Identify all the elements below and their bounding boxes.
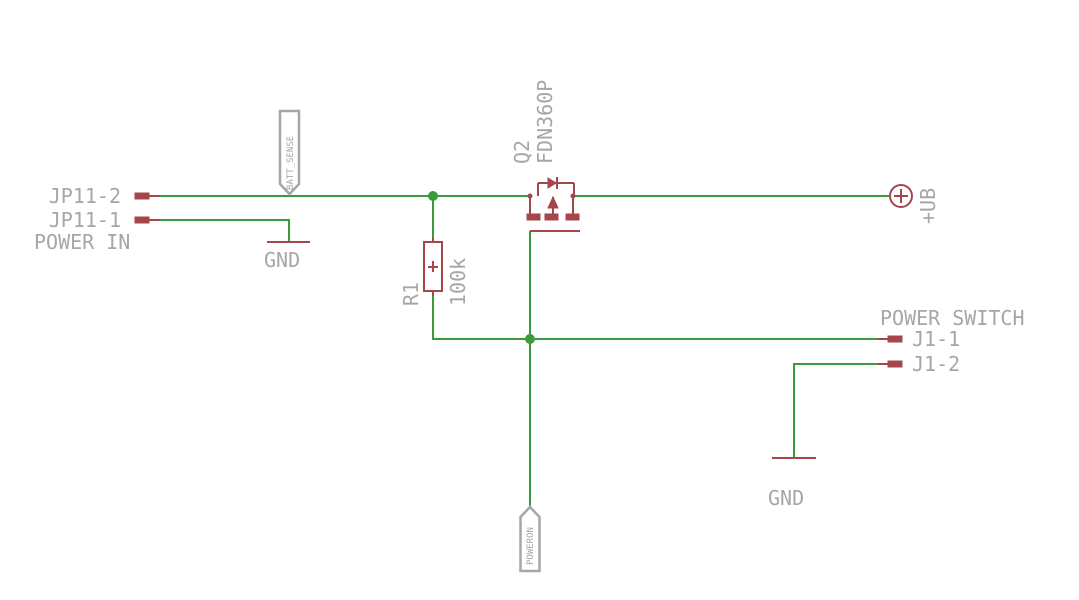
supply-ub: +UB [889, 184, 940, 224]
q2-bulk-arrow [547, 195, 559, 209]
power-switch-label: POWER SWITCH [880, 306, 1025, 330]
jp11-pin2-label: JP11-2 [49, 184, 121, 208]
junction-r1-top [428, 191, 438, 201]
jp11-pin1-pad [134, 216, 150, 224]
gnd-label-right: GND [768, 486, 804, 510]
batt-sense-label: BATT_SENSE [286, 136, 296, 190]
r1-ref-label: R1 [399, 282, 423, 306]
q2-pin-drain [527, 193, 533, 199]
q2-value-label: FDN360P [533, 80, 557, 164]
j1-pin1-pad [887, 335, 903, 343]
supply-label: +UB [916, 188, 940, 224]
connector-jp11: JP11-2 JP11-1 POWER IN [34, 184, 160, 254]
poweron-flag: POWERON [519, 505, 541, 573]
gnd-label-left: GND [264, 248, 300, 272]
power-in-label: POWER IN [34, 230, 130, 254]
ground-symbol-left: GND [264, 241, 310, 272]
q2-channel-seg1 [526, 213, 541, 221]
batt-sense-flag: BATT_SENSE [278, 109, 301, 196]
ground-symbol-right: GND [768, 457, 816, 510]
jp11-pin2-pad [134, 192, 150, 200]
j1-pin1-label: J1-1 [912, 327, 960, 351]
junction-gate [525, 334, 535, 344]
q2-channel-seg2 [544, 213, 559, 221]
q2-channel-seg3 [565, 213, 580, 221]
q2-ref-label: Q2 [510, 140, 534, 164]
q2-body-diode [547, 177, 557, 189]
resistor-r1: R1 100k [399, 238, 470, 306]
mosfet-q2: Q2 FDN360P [510, 80, 580, 232]
j1-pin2-pad [887, 360, 903, 368]
supply-circle [889, 184, 913, 208]
poweron-flag-outline [519, 505, 541, 573]
poweron-label: POWERON [526, 527, 536, 565]
j1-pin2-label: J1-2 [912, 352, 960, 376]
q2-pin-source [570, 193, 576, 199]
connector-j1: J1-1 J1-2 POWER SWITCH [878, 306, 1025, 376]
r1-value-label: 100k [446, 258, 470, 306]
batt-sense-flag-outline [278, 109, 301, 196]
jp11-pin1-label: JP11-1 [49, 208, 121, 232]
wires [159, 195, 889, 506]
